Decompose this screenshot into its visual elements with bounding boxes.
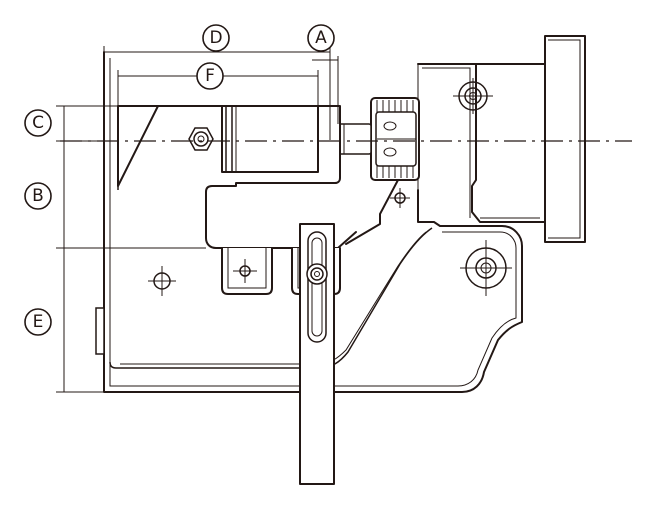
motor-housing — [417, 63, 546, 223]
label-C-text: C — [32, 113, 44, 133]
slide-screw — [306, 263, 328, 285]
label-A-text: A — [315, 28, 327, 48]
label-F: F — [196, 62, 224, 90]
label-A: A — [307, 24, 335, 52]
blade-screw — [188, 127, 214, 151]
plate-outline — [103, 51, 523, 393]
label-B-text: B — [32, 186, 44, 206]
label-F-text: F — [205, 66, 215, 86]
hole-lower-left — [148, 266, 176, 296]
label-B: B — [24, 182, 52, 210]
side-plate — [95, 51, 523, 393]
dimension-lines — [56, 46, 339, 393]
label-C: C — [24, 109, 52, 137]
label-E-text: E — [33, 312, 44, 332]
slide-slot — [307, 231, 327, 343]
label-D: D — [202, 24, 230, 52]
stop-slide — [299, 223, 335, 485]
motor-flange — [544, 35, 586, 243]
knurled-knob — [338, 97, 420, 181]
motor-mount — [417, 35, 586, 243]
mount-screw-bottom — [460, 240, 512, 296]
hole-near-knob — [390, 188, 410, 208]
blade-block — [221, 105, 319, 173]
plate-inner-edge — [109, 227, 433, 369]
label-D-text: D — [209, 28, 222, 48]
plate-edge-tab — [95, 307, 105, 355]
lower-clamp-left — [221, 247, 273, 295]
label-E: E — [24, 308, 52, 336]
